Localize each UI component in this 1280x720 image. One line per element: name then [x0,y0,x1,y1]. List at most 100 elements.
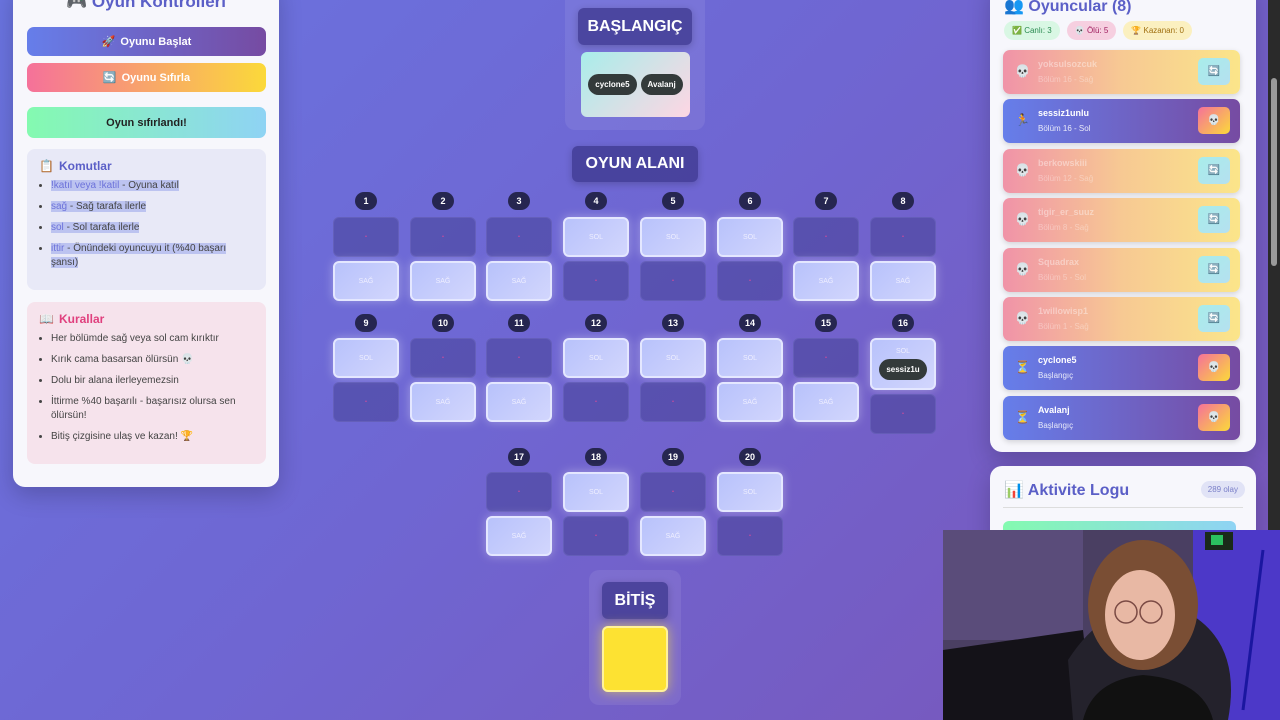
glass-tile-left[interactable]: SOL [717,217,783,257]
glass-tile-right[interactable]: • [640,261,706,301]
hourglass-icon: ⏳ [1015,360,1030,375]
glass-tile-left[interactable]: SOL [640,217,706,257]
broken-marker: • [749,533,751,539]
player-chip: cyclone5 [588,74,637,95]
refresh-icon: 🔄 [102,72,117,84]
section-number: 18 [585,448,607,466]
glass-tile-left[interactable]: • [410,338,476,378]
broken-marker: • [595,399,597,405]
player-chip: sessiz1u [879,359,927,380]
reset-game-button[interactable]: 🔄Oyunu Sıfırla [27,63,266,92]
kill-player-button[interactable]: 💀 [1198,107,1230,135]
scrollbar-thumb[interactable] [1271,78,1277,266]
player-name: cyclone5 [1038,355,1077,366]
glass-tile-left[interactable]: • [410,217,476,257]
alive-count-badge: ✅ Canlı: 3 [1004,21,1060,40]
glass-tile-right[interactable]: SAĞ [793,382,859,422]
tile-label: SOL [665,233,680,241]
glass-tile-right[interactable]: • [870,394,936,434]
glass-tile-right[interactable]: • [563,382,629,422]
glass-tile-right[interactable]: SAĞ [410,382,476,422]
glass-tile-right[interactable]: • [717,516,783,556]
command-key: sol [51,222,64,233]
section-number: 10 [432,314,454,332]
broken-marker: • [518,234,520,240]
glass-tile-left[interactable]: • [486,217,552,257]
webcam-image [943,530,1280,720]
glass-tile-right[interactable]: • [563,516,629,556]
glass-tile-left[interactable]: SOL [333,338,399,378]
command-text: sağ - Sağ tarafa ilerle [51,201,147,212]
tile-label: SAĞ [818,277,834,285]
glass-tile-right[interactable]: SAĞ [717,382,783,422]
glass-tile-right[interactable]: • [563,261,629,301]
winner-count-badge: 🏆 Kazanan: 0 [1123,21,1192,40]
glass-tile-right[interactable]: • [640,382,706,422]
revive-player-button[interactable]: 🔄 [1198,206,1230,234]
rule-item: Dolu bir alana ilerleyemezsin [51,374,254,388]
glass-tile-left[interactable]: • [793,217,859,257]
glass-tile-left[interactable]: SOL [717,472,783,512]
command-item: !katıl veya !katil - Oyuna katıl [51,179,254,193]
player-name: Squadrax [1038,256,1080,267]
glass-tile-left[interactable]: • [333,217,399,257]
player-chip: Avalanj [640,74,683,95]
controls-panel: 🎮 Oyun Kontrolleri 🚀Oyunu Başlat 🔄Oyunu … [13,0,279,487]
glass-tile-left[interactable]: SOL sessiz1u [870,338,936,390]
glass-tile-left[interactable]: SOL [717,338,783,378]
skull-icon: 💀 [1015,212,1030,227]
glass-tile-left[interactable]: SOL [563,338,629,378]
glass-tile-left[interactable]: SOL [640,338,706,378]
glass-tile-left[interactable]: SOL [563,217,629,257]
revive-player-button[interactable]: 🔄 [1198,255,1230,283]
glass-tile-right[interactable]: SAĞ [640,516,706,556]
gamepad-icon: 🎮 [65,0,88,11]
command-desc: - Oyuna katıl [119,180,179,191]
kill-player-button[interactable]: 💀 [1198,354,1230,382]
revive-player-button[interactable]: 🔄 [1198,58,1230,85]
tile-label: SOL [358,354,373,362]
glass-tile-right[interactable]: SAĞ [486,516,552,556]
glass-tile-right[interactable]: • [333,382,399,422]
glass-tile-left[interactable]: SOL [563,472,629,512]
glass-tile-right[interactable]: SAĞ [793,261,859,301]
start-game-button[interactable]: 🚀Oyunu Başlat [27,27,266,56]
broken-marker: • [825,234,827,240]
player-name: berkowskiii [1038,157,1088,168]
activity-title: Aktivite Logu [1027,482,1130,499]
glass-tile-left[interactable]: • [486,472,552,512]
tile-label: SOL [665,354,680,362]
tile-label: SOL [742,233,757,241]
player-position: Başlangıç [1038,371,1074,381]
command-desc: - Önündeki oyuncuyu it (%40 başarı şansı… [51,243,227,268]
glass-tile-right[interactable]: SAĞ [410,261,476,301]
glass-tile-left[interactable]: • [870,217,936,257]
revive-player-button[interactable]: 🔄 [1198,304,1230,332]
rule-item: İttirme %40 başarılı - başarısız olursa … [51,395,254,423]
kill-player-button[interactable]: 💀 [1198,403,1230,431]
command-item: ittir - Önündeki oyuncuyu it (%40 başarı… [51,242,254,270]
glass-tile-right[interactable]: SAĞ [870,261,936,301]
section-number: 9 [355,314,377,332]
finish-label: BİTİŞ [602,582,668,619]
glass-tile-right[interactable]: SAĞ [333,261,399,301]
revive-player-button[interactable]: 🔄 [1198,156,1230,184]
glass-tile-left[interactable]: • [793,338,859,378]
section-number: 15 [815,314,837,332]
glass-tile-right[interactable]: • [717,261,783,301]
tile-label: SOL [588,233,603,241]
dead-count-badge: 💀 Ölü: 5 [1066,21,1117,40]
hourglass-icon: ⏳ [1015,409,1030,424]
glass-tile-left[interactable]: • [640,472,706,512]
command-item: sol - Sol tarafa ilerle [51,221,254,235]
command-text: !katıl veya !katil - Oyuna katıl [51,180,179,191]
broken-marker: • [672,489,674,495]
glass-tile-right[interactable]: SAĞ [486,382,552,422]
command-key: !katıl veya !katil [51,180,120,191]
glass-tile-left[interactable]: • [486,338,552,378]
section-number: 2 [432,192,454,210]
glass-tile-right[interactable]: SAĞ [486,261,552,301]
broken-marker: • [902,411,904,417]
tile-label: SOL [895,348,910,355]
